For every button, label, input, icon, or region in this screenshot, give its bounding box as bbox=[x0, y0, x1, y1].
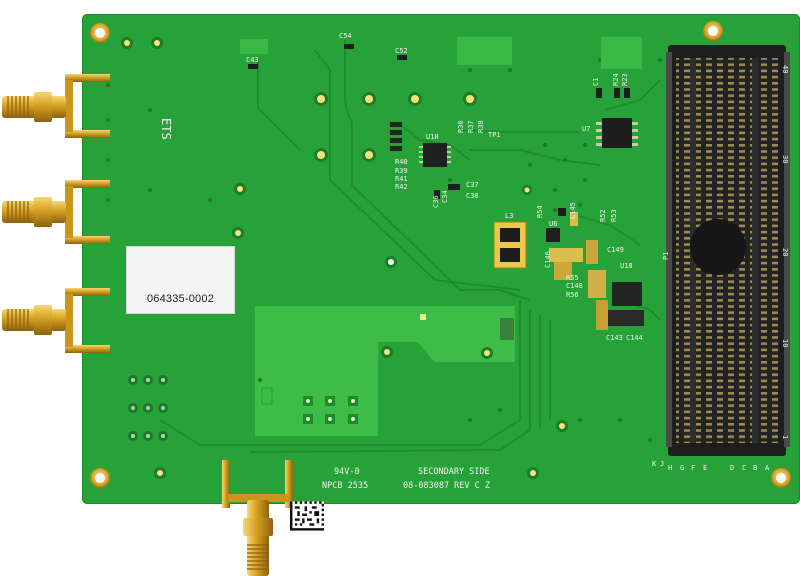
sma-connector-1 bbox=[2, 74, 110, 138]
pad-square-top-right bbox=[601, 37, 642, 69]
refdes-r52: R52 bbox=[599, 209, 607, 222]
refdes-tp1: TP1 bbox=[488, 131, 501, 139]
connector-column-letters: K J H G F E D C B A bbox=[652, 460, 770, 472]
col-letter-e: E bbox=[703, 464, 707, 472]
refdes-r42: R42 bbox=[395, 183, 408, 191]
vendor-mark: NPCB 2535 bbox=[322, 481, 368, 491]
refdes-r53: R53 bbox=[610, 209, 618, 222]
ic-u18 bbox=[608, 282, 644, 326]
smd-components bbox=[248, 44, 630, 340]
row-number-40: 40 bbox=[781, 65, 789, 73]
col-letter-b: B bbox=[753, 464, 757, 472]
mounting-holes bbox=[90, 21, 791, 488]
connector-p1 bbox=[666, 45, 790, 456]
refdes-r56: R56 bbox=[566, 291, 579, 299]
refdes-u6: U6 bbox=[549, 220, 557, 228]
refdes-c143: C143 bbox=[606, 334, 623, 342]
connector-row-numbers: 40 30 20 10 1 bbox=[781, 65, 789, 439]
col-letter-k: K bbox=[652, 460, 657, 468]
col-letter-h: H bbox=[668, 464, 672, 472]
refdes-r37: R37 bbox=[467, 120, 475, 133]
small-via-field bbox=[106, 58, 662, 442]
refdes-u7: U7 bbox=[582, 125, 590, 133]
row-number-1: 1 bbox=[781, 435, 789, 439]
refdes-r24: R24 bbox=[612, 73, 620, 86]
through-hole-header bbox=[128, 375, 168, 441]
plated-vias bbox=[121, 37, 697, 479]
col-letter-d: D bbox=[730, 464, 734, 472]
datamatrix-barcode bbox=[290, 501, 324, 531]
ic-u10 bbox=[419, 143, 451, 167]
pad-square-top-left bbox=[240, 39, 268, 54]
row-number-10: 10 bbox=[781, 339, 789, 347]
refdes-c148: C148 bbox=[566, 282, 583, 290]
inductor-l3 bbox=[493, 221, 527, 269]
copper-pour-region bbox=[255, 306, 515, 436]
part-revision: 08-083087 REV C Z bbox=[403, 481, 490, 491]
refdes-r54: R54 bbox=[536, 205, 544, 218]
sma-connector-2 bbox=[2, 180, 110, 244]
refdes-c34: C34 bbox=[441, 190, 449, 203]
col-letter-f: F bbox=[691, 464, 695, 472]
mirrored-board-mark: ETS bbox=[159, 118, 173, 140]
pour-via-row bbox=[303, 396, 358, 424]
refdes-c1: C1 bbox=[592, 78, 600, 86]
refdes-r23: R23 bbox=[621, 73, 629, 86]
rating-mark: 94V-0 bbox=[334, 467, 360, 477]
refdes-l3: L3 bbox=[505, 212, 513, 220]
refdes-silkscreen: C54 C52 C43 C1 R24 R23 U10 R36 R37 R38 R… bbox=[246, 32, 670, 342]
serial-number-label: 064335-0002 bbox=[146, 293, 215, 305]
col-letter-a: A bbox=[765, 464, 770, 472]
refdes-r41: R41 bbox=[395, 175, 408, 183]
refdes-r55: R55 bbox=[566, 274, 579, 282]
col-letter-g: G bbox=[680, 464, 684, 472]
refdes-c43: C43 bbox=[246, 56, 259, 64]
refdes-c38: C38 bbox=[466, 192, 479, 200]
ic-u7 bbox=[596, 118, 638, 148]
refdes-r38: R38 bbox=[477, 120, 485, 133]
refdes-r36: R36 bbox=[457, 120, 465, 133]
sma-connector-bottom bbox=[222, 460, 293, 576]
refdes-c149: C149 bbox=[607, 246, 624, 254]
refdes-c36: C36 bbox=[432, 195, 440, 208]
pad-square-top-middle bbox=[457, 37, 512, 65]
col-letter-c: C bbox=[742, 464, 746, 472]
refdes-c145: C145 bbox=[569, 202, 577, 219]
copper-pour-outline bbox=[261, 387, 273, 405]
serial-sticker: 064335-0002 bbox=[126, 246, 324, 531]
refdes-r40: R40 bbox=[395, 158, 408, 166]
refdes-u10: U10 bbox=[426, 133, 439, 141]
refdes-u18: U18 bbox=[620, 262, 633, 270]
refdes-r39: R39 bbox=[395, 167, 408, 175]
sma-connector-3 bbox=[2, 288, 110, 353]
row-number-30: 30 bbox=[781, 155, 789, 163]
col-letter-j: J bbox=[660, 460, 664, 468]
refdes-c37: C37 bbox=[466, 181, 479, 189]
refdes-c54: C54 bbox=[339, 32, 352, 40]
refdes-c144: C144 bbox=[626, 334, 643, 342]
refdes-c146: C146 bbox=[544, 251, 552, 268]
row-number-20: 20 bbox=[781, 248, 789, 256]
ic-u6 bbox=[546, 228, 560, 242]
refdes-c52: C52 bbox=[395, 47, 408, 55]
side-title: SECONDARY SIDE bbox=[418, 467, 490, 477]
refdes-p1: P1 bbox=[662, 252, 670, 260]
